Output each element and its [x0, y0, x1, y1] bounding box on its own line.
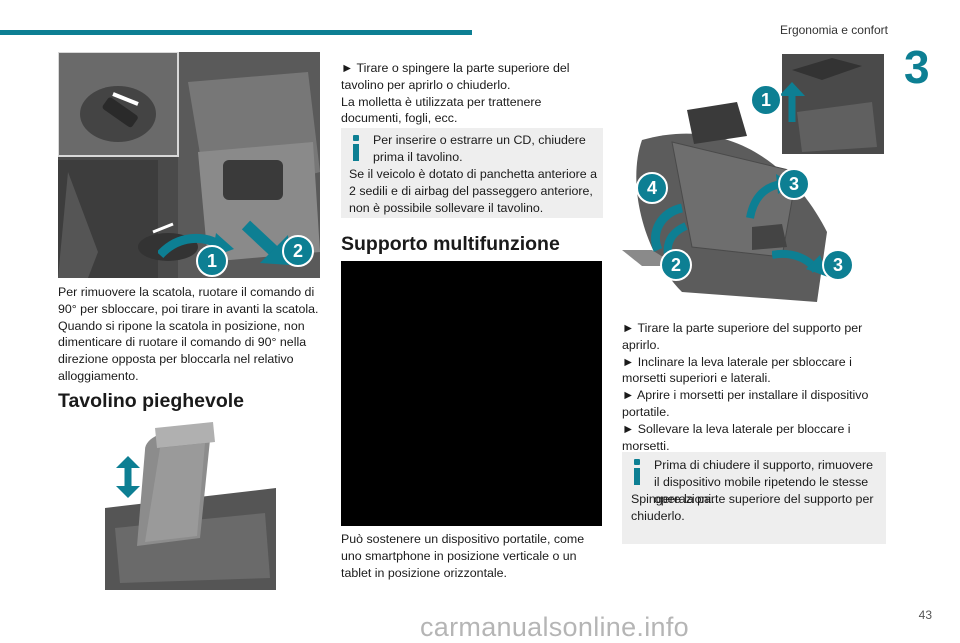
support-heading: Supporto multifunzione	[341, 233, 560, 255]
note-cd-line2: Se il veicolo è dotato di panchetta ante…	[349, 167, 597, 215]
table-step: ► Tirare o spingere la parte superiore d…	[341, 61, 570, 92]
box-paragraph: Per rimuovere la scatola, ruotare il com…	[58, 285, 319, 383]
note-cd-line1: Per inserire o estrarre un CD, chiudere …	[373, 133, 586, 164]
support-step-3: ► Aprire i morsetti per installare il di…	[622, 388, 869, 419]
support-callout-1: 1	[750, 84, 782, 116]
table-heading: Tavolino pieghevole	[58, 390, 245, 412]
callout-1: 1	[196, 245, 228, 277]
table-clip: La molletta è utilizzata per trattenere …	[341, 94, 542, 126]
note-support-box: Prima di chiudere il supporto, rimuovere…	[622, 452, 886, 544]
storage-box-figure: 1 2	[58, 52, 320, 278]
support-callout-4: 4	[636, 172, 668, 204]
watermark: carmanualsonline.info	[420, 612, 689, 642]
support-text-block: Può sostenere un dispositivo portatile, …	[341, 531, 606, 581]
folding-table-illustration	[105, 418, 276, 590]
support-figure: 1 2 3 3 4	[622, 52, 884, 314]
support-steps-block: ► Tirare la parte superiore del supporto…	[622, 320, 884, 454]
section-title: Ergonomia e confort	[779, 23, 888, 37]
support-callout-3-bottom: 3	[822, 249, 854, 281]
lever-arrow-icon	[651, 203, 688, 256]
support-step-1: ► Tirare la parte superiore del supporto…	[622, 321, 863, 352]
support-callout-3-top: 3	[778, 168, 810, 200]
info-icon	[634, 459, 640, 485]
support-step-2: ► Inclinare la leva laterale per sblocca…	[622, 354, 852, 386]
updown-arrow-icon	[116, 456, 140, 498]
table-text-block: ► Tirare o spingere la parte superiore d…	[341, 60, 603, 127]
note-cd-box: Per inserire o estrarre un CD, chiudere …	[341, 128, 603, 218]
chapter-number: 3	[904, 41, 930, 93]
page-number: 43	[918, 608, 932, 622]
support-callout-2: 2	[660, 249, 692, 281]
top-accent-bar	[0, 30, 472, 35]
support-step-4: ► Sollevare la leva laterale per bloccar…	[622, 421, 851, 453]
note-support-line2: Spingere la parte superiore del supporto…	[631, 492, 874, 523]
up-arrow-icon	[779, 82, 805, 122]
folding-table-figure	[105, 418, 276, 590]
support-paragraph: Può sostenere un dispositivo portatile, …	[341, 532, 585, 580]
box-paragraph-block: Per rimuovere la scatola, ruotare il com…	[58, 284, 320, 385]
support-video-placeholder	[341, 261, 602, 526]
note-support-line1: Prima di chiudere il supporto, rimuovere…	[654, 458, 873, 506]
info-icon	[353, 135, 359, 161]
callout-2: 2	[282, 235, 314, 267]
